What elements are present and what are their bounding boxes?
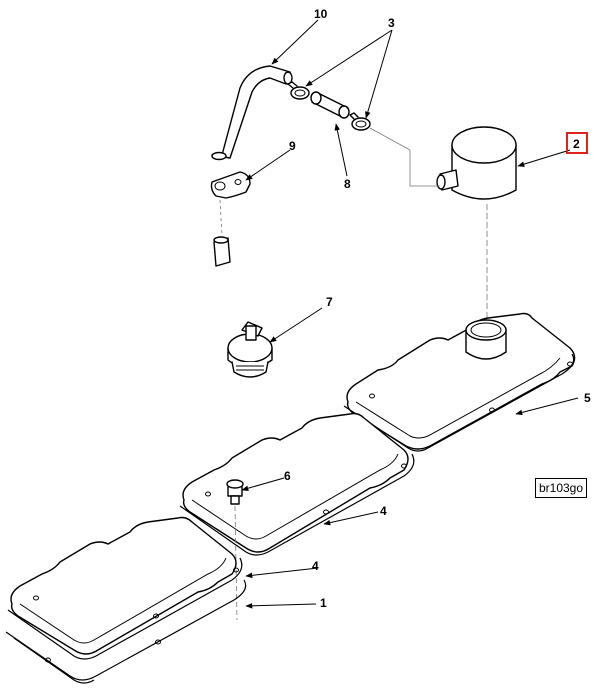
threaded-plug [226, 479, 244, 505]
oil-filler-cap [227, 321, 273, 378]
bracket-sleeve [213, 236, 231, 267]
hose-connector [310, 91, 350, 119]
callout-2-highlight-box [566, 132, 588, 154]
callout-5: 5 [584, 391, 591, 405]
hose-clamp-upper [287, 81, 310, 100]
figure-id-label: br103go [535, 478, 587, 498]
callout-2: 2 [573, 137, 580, 151]
callout-8: 6 [284, 469, 291, 483]
valve-cover-rear [346, 312, 576, 450]
callout-1: 1 [320, 596, 327, 610]
breather-hose [211, 65, 293, 161]
callout-6: 8 [344, 177, 351, 191]
valve-cover-middle [182, 412, 409, 553]
valve-cover-front [10, 516, 239, 655]
callout-10: 10 [314, 7, 328, 21]
breather-canister [436, 126, 517, 200]
callout-7: 9 [289, 139, 296, 153]
gasket [5, 579, 247, 684]
callout-3: 3 [388, 16, 395, 30]
callout-9: 7 [326, 295, 333, 309]
callout-4-front: 4 [312, 559, 319, 573]
callout-4-middle: 4 [380, 504, 387, 518]
mounting-bracket [210, 171, 251, 199]
hose-clamp-lower [349, 112, 371, 131]
